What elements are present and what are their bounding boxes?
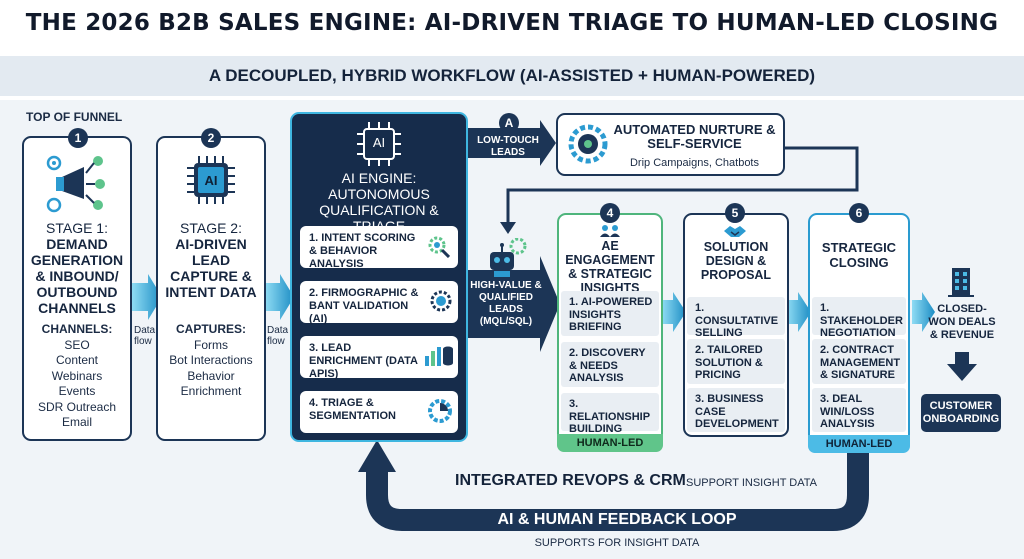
ai-gear-icon [430, 290, 452, 312]
flow-arrow-2-ai [265, 274, 294, 320]
high-value-arrow [468, 256, 560, 352]
stage1-badge: 1 [68, 128, 88, 148]
segmentation-gear-icon [428, 399, 452, 423]
nurture-title: AUTOMATED NURTURE & SELF-SERVICE [613, 122, 776, 151]
ai-engine-item: 1. INTENT SCORING & BEHAVIOR ANALYSIS [300, 226, 458, 270]
stage4-title: AE ENGAGEMENT & STRATEGIC INSIGHTS [565, 239, 655, 295]
stage4-badge: 4 [600, 203, 620, 223]
stage1-title-plain: STAGE 1: [46, 220, 108, 236]
handshake-icon [724, 226, 746, 237]
list-item: Webinars [51, 368, 103, 383]
low-touch-label: LOW-TOUCH LEADS [477, 135, 539, 158]
list-item: SEO [64, 337, 90, 352]
customer-onboarding-box: CUSTOMER ONBOARDING [921, 394, 1001, 432]
stage2-badge: 2 [201, 128, 221, 148]
list-item: Behavior [187, 368, 235, 383]
list-item: Content [55, 353, 99, 367]
onboarding-arrow [947, 352, 977, 381]
stage2-title: STAGE 2: AI-DRIVEN LEAD CAPTURE & INTENT… [158, 220, 264, 300]
nurture-return-path [506, 146, 859, 226]
stage2-title-plain: STAGE 2: [180, 220, 242, 236]
stage5-title: SOLUTION DESIGN & PROPOSAL [700, 240, 772, 282]
megaphone-icon [46, 155, 105, 213]
stage2-chip-label: AI [204, 173, 218, 188]
stage4-step: 1. AI-POWERED INSIGHTS BRIEFING [561, 291, 659, 336]
stage4-step: 2. DISCOVERY & NEEDS ANALYSIS [561, 342, 659, 387]
stage1-card [22, 136, 132, 441]
channels-heading: CHANNELS: [41, 322, 113, 336]
flow-arrow-4-5 [662, 292, 686, 332]
stage5-badge: 5 [725, 203, 745, 223]
stage5-step: 3. BUSINESS CASE DEVELOPMENT [687, 388, 785, 432]
revops-label: INTEGRATED REVOPS & CRM [455, 472, 686, 489]
ai-engine-title: AI ENGINE: AUTONOMOUS QUALIFICATION & TR… [319, 170, 439, 234]
brain-gear-icon [568, 124, 608, 164]
list-item: Events [58, 384, 96, 398]
low-touch-arrow [468, 120, 556, 166]
stage1-title-bold: DEMAND GENERATION & INBOUND/ OUTBOUND CH… [30, 236, 124, 316]
human-led-badge-6: HUMAN-LED [808, 435, 910, 453]
stage6-title: STRATEGIC CLOSING [821, 240, 897, 270]
stage5-step: 2. TAILORED SOLUTION & PRICING [687, 339, 785, 384]
list-item: Forms [194, 337, 228, 352]
captures-heading: CAPTURES: [175, 322, 246, 336]
robot-icon [490, 238, 527, 277]
high-value-label: HIGH-VALUE & QUALIFIED LEADS (MQL/SQL) [470, 280, 542, 327]
ai-chip-icon [187, 156, 235, 204]
list-item: SDR Outreach [37, 399, 117, 414]
branch-a-badge: A [499, 113, 519, 133]
stage6-badge: 6 [849, 203, 869, 223]
ai-engine-chip-icon [357, 122, 401, 166]
ai-engine-item: 2. FIRMOGRAPHIC & BANT VALIDATION (AI) [300, 281, 458, 325]
database-chart-icon [425, 346, 453, 366]
flow-arrow-1-2 [132, 274, 162, 320]
flow-arrow-5-6 [787, 292, 811, 332]
ai-engine-item-label: 4. TRIAGE & SEGMENTATION [309, 397, 396, 422]
support-insight-label: SUPPORT INSIGHT DATA [686, 477, 818, 489]
nurture-return-arrowhead [500, 222, 516, 234]
list-item: Enrichment [180, 384, 242, 398]
stage6-step: 1. STAKEHOLDER NEGOTIATION [812, 297, 906, 339]
stage1-channels: CHANNELS: SEO Content Webinars Events SD… [24, 322, 130, 431]
page-title: THE 2026 B2B SALES ENGINE: AI-DRIVEN TRI… [25, 10, 999, 36]
data-flow-label-1: Data flow [134, 325, 156, 347]
nurture-desc: Drip Campaigns, Chatbots [629, 157, 759, 169]
flow-arrow-6-closed [912, 292, 935, 332]
ai-engine-item: 4. TRIAGE & SEGMENTATION [300, 391, 458, 433]
stage6-step: 3. DEAL WIN/LOSS ANALYSIS [812, 388, 906, 432]
human-led-badge-4: HUMAN-LED [557, 434, 663, 452]
feedback-loop-band [358, 440, 869, 531]
gear-magnifier-icon [428, 236, 450, 258]
closed-won-label: CLOSED-WON DEALS & REVENUE [928, 303, 996, 341]
subtitle: A DECOUPLED, HYBRID WORKFLOW (AI-ASSISTE… [208, 66, 816, 85]
stage5-step: 1. CONSULTATIVE SELLING [687, 297, 785, 339]
stage2-title-bold: AI-DRIVEN LEAD CAPTURE & INTENT DATA [165, 236, 257, 300]
stage4-step: 3. RELATIONSHIP BUILDING [561, 393, 659, 435]
list-item: Bot Interactions [169, 353, 253, 367]
ai-engine-item-label: 2. FIRMOGRAPHIC & BANT VALIDATION (AI) [309, 287, 419, 325]
ai-engine-box [290, 112, 468, 442]
subtitle-band [0, 56, 1024, 96]
list-item: Email [61, 415, 92, 429]
stage2-captures: CAPTURES: Forms Bot Interactions Behavio… [158, 322, 264, 400]
team-icon [600, 225, 620, 237]
top-of-funnel-label: TOP OF FUNNEL [26, 110, 123, 124]
ai-engine-item-label: 3. LEAD ENRICHMENT (DATA APIS) [309, 342, 418, 380]
data-flow-label-2: Data flow [267, 325, 289, 347]
stage6-step: 2. CONTRACT MANAGEMENT & SIGNATURE [812, 339, 906, 384]
ai-engine-chip-label: AI [372, 135, 386, 150]
ai-engine-item-label: 1. INTENT SCORING & BEHAVIOR ANALYSIS [309, 232, 416, 270]
supports-for-label: SUPPORTS FOR INSIGHT DATA [534, 537, 700, 549]
stage1-title: STAGE 1: DEMAND GENERATION & INBOUND/ OU… [24, 220, 130, 316]
building-icon [948, 268, 974, 297]
feedback-loop-label: AI & HUMAN FEEDBACK LOOP [497, 511, 737, 528]
